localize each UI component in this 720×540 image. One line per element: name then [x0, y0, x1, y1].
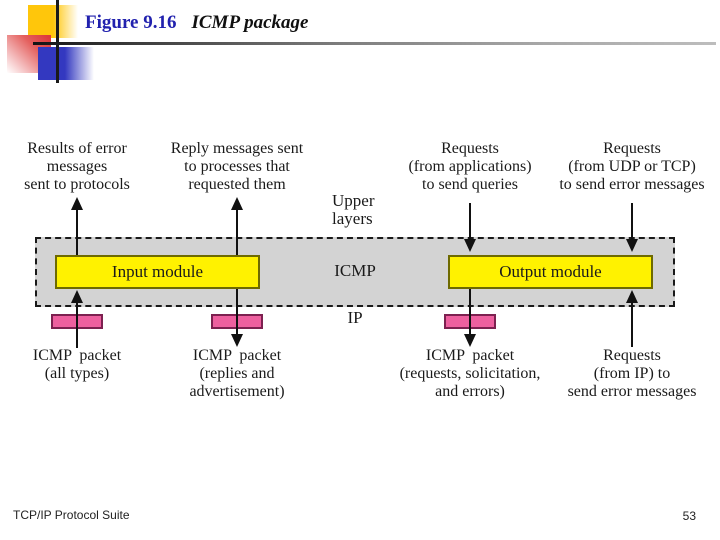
arrow-ip-to-input-up — [71, 290, 83, 348]
arrow-head — [71, 290, 83, 303]
arrow-shaft — [469, 289, 471, 337]
arrow-applications-to-output-down — [464, 203, 476, 252]
label-icmp: ICMP — [334, 261, 376, 280]
arrow-input-to-protocols-up — [71, 197, 83, 255]
label-requests-from-ip: Requests (from IP) to send error message… — [567, 347, 697, 400]
label-icmp-packet-requests: ICMP packet (requests, solicitation, and… — [399, 347, 541, 400]
arrow-input-to-ip-down — [231, 289, 243, 347]
arrow-head — [464, 239, 476, 252]
arrow-shaft — [631, 203, 633, 242]
output-module-box: Output module — [448, 255, 653, 289]
footer-book-title: TCP/IP Protocol Suite — [13, 508, 130, 522]
output-module-label: Output module — [499, 262, 602, 281]
arrow-head — [464, 334, 476, 347]
label-requests-applications: Requests (from applications) to send que… — [408, 140, 532, 193]
arrow-shaft — [76, 207, 78, 255]
header-divider-line — [33, 42, 716, 45]
arrow-head — [626, 290, 638, 303]
input-module-box: Input module — [55, 255, 260, 289]
figure-caption: ICMP package — [191, 12, 309, 33]
arrow-shaft — [236, 289, 238, 337]
arrow-udp-tcp-to-output-down — [626, 203, 638, 252]
label-ip: IP — [347, 308, 363, 327]
label-reply-messages: Reply messages sent to processes that re… — [170, 140, 304, 193]
logo-vertical-line — [56, 0, 59, 83]
arrow-shaft — [76, 300, 78, 348]
arrow-head — [626, 239, 638, 252]
label-results-of-error: Results of error messages sent to protoc… — [24, 140, 130, 193]
arrow-ip-requests-to-output-up — [626, 290, 638, 347]
arrow-output-to-ip-down — [464, 289, 476, 347]
figure-number: Figure 9.16 — [85, 12, 177, 33]
footer-page-number: 53 — [682, 509, 696, 523]
arrow-head — [71, 197, 83, 210]
arrow-shaft — [631, 300, 633, 347]
logo-yellow-square — [28, 5, 78, 38]
arrow-shaft — [469, 203, 471, 242]
arrow-input-to-processes-up — [231, 197, 243, 255]
label-requests-udp-tcp: Requests (from UDP or TCP) to send error… — [559, 140, 705, 193]
arrow-shaft — [236, 207, 238, 255]
arrow-head — [231, 197, 243, 210]
label-upper-layers: Upper layers — [332, 191, 375, 228]
logo-blue-square — [38, 47, 94, 80]
arrow-head — [231, 334, 243, 347]
label-icmp-packet-all-types: ICMP packet (all types) — [32, 347, 122, 382]
input-module-label: Input module — [111, 262, 204, 281]
slide-title: Figure 9.16 ICMP package — [85, 12, 308, 34]
label-icmp-packet-replies: ICMP packet (replies and advertisement) — [189, 347, 285, 400]
